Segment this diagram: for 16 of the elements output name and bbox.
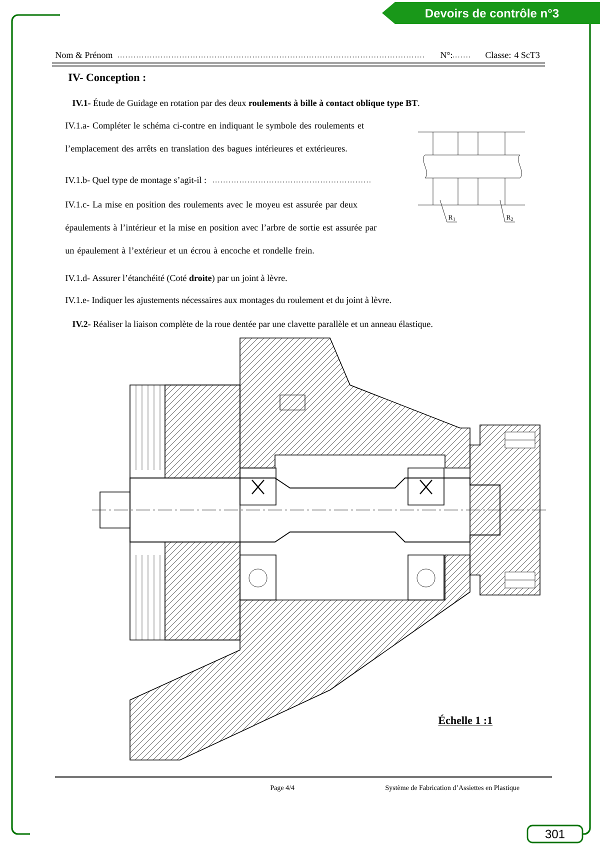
header-banner: Devoirs de contrôle n°3 [382, 2, 600, 24]
form-label: Classe: 4 ScT3 [486, 52, 540, 58]
question-text: IV.1.e- Indiquer les ajustements nécessaires aux montages du roulement et du joint à lèvre. [66, 296, 391, 305]
question-text: IV.1.a- Compléter le schéma ci-contre en indiquant le symbole des roulements et l’emplacement des arrêts en translation des bagues intérieures et extérieures. [65, 122, 364, 154]
question-text: IV.2- Réaliser la liaison complète de la roue dentée par une clavette parallèle et un anneau élastique. [72, 320, 432, 329]
section-heading: IV- Conception : [68, 73, 146, 84]
question-text: IV.1.d- Assurer l’étanchéité (Coté droite) par un joint à lèvre. [66, 274, 287, 283]
question-text: IV.1.b- Quel type de montage s’agit-il : [66, 176, 206, 185]
question-text: IV.1.c- La mise en position des roulements avec le moyeu est assurée par deux épaulements à l’intérieur et la mise en position avec l’arbre de sortie est assurée par un épaulement à l’extérieur et un écrou à encoche et rondelle frein. [65, 201, 377, 256]
form-label: N°: [440, 52, 452, 58]
question-text: IV.1- Étude de Guidage en rotation par des deux roulements à bille à contact oblique type BT. [72, 98, 420, 108]
leader-line [440, 200, 448, 222]
leader-line [500, 200, 506, 222]
page-number: 301 [526, 824, 584, 844]
form-label: Nom & Prénom [55, 52, 113, 58]
scale-text: Échelle 1 :1 [438, 714, 493, 726]
